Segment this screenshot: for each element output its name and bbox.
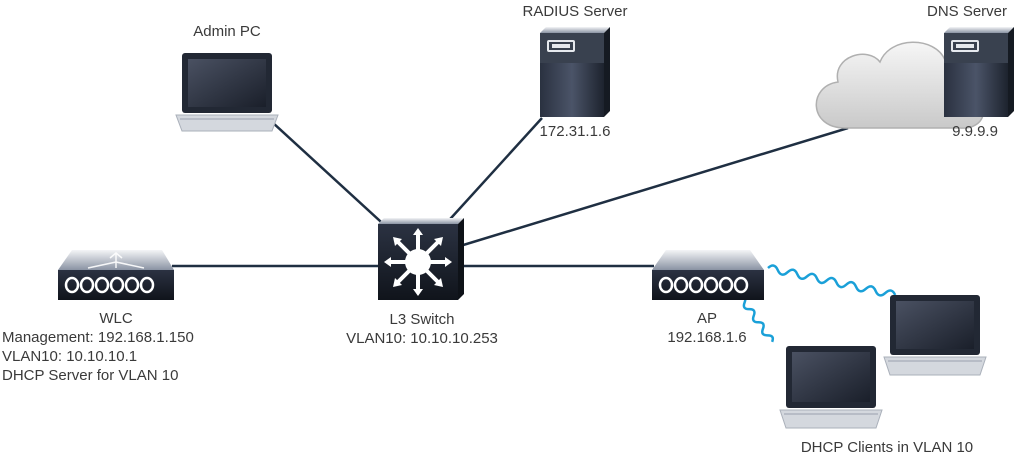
link-dns-switch: [459, 126, 849, 248]
link-adminpc-switch: [271, 121, 393, 233]
client-laptop-icon[interactable]: [779, 346, 883, 429]
ap-label: AP: [696, 310, 718, 327]
client-laptop-icon[interactable]: [883, 295, 987, 376]
wireless-link-ap-client-bottom: [739, 294, 775, 343]
wlc-controller-icon[interactable]: [58, 250, 174, 300]
access-point-icon[interactable]: [652, 250, 764, 300]
radius-server-label: RADIUS Server: [522, 3, 628, 20]
dns-server-ip: 9.9.9.9: [952, 123, 998, 140]
admin-pc-label: Admin PC: [193, 23, 261, 40]
wlc-dhcp-role: DHCP Server for VLAN 10: [2, 367, 179, 384]
wireless-link-ap-client-right: [767, 264, 897, 297]
dhcp-clients-label: DHCP Clients in VLAN 10: [800, 439, 974, 456]
radius-server-icon[interactable]: [540, 27, 610, 117]
ap-ip: 192.168.1.6: [667, 329, 747, 346]
admin-pc-laptop-icon[interactable]: [175, 53, 279, 132]
l3-switch-icon[interactable]: [378, 218, 464, 300]
l3-switch-label: L3 Switch: [389, 311, 455, 328]
l3-switch-vlan: VLAN10: 10.10.10.253: [346, 330, 498, 347]
radius-server-ip: 172.31.1.6: [539, 123, 611, 140]
dns-server-label: DNS Server: [926, 3, 1008, 20]
link-radius-switch: [441, 117, 543, 229]
wireless-links: [739, 264, 897, 343]
wlc-management-ip: Management: 192.168.1.150: [2, 329, 194, 346]
wlc-vlan10-ip: VLAN10: 10.10.10.1: [2, 348, 138, 365]
wlc-label: WLC: [99, 310, 133, 327]
links: [172, 117, 849, 268]
dns-server-icon[interactable]: [944, 27, 1014, 117]
